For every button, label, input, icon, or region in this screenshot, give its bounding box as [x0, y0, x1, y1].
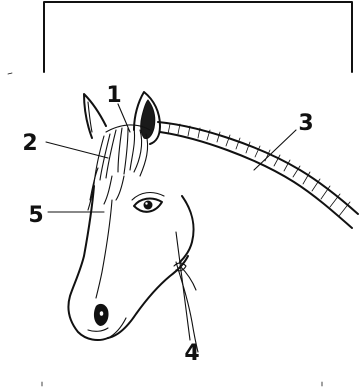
callout-4: 4: [184, 341, 199, 366]
callout-3: 3: [298, 111, 313, 136]
callout-5: 5: [28, 203, 43, 228]
leader-line-2: [46, 142, 108, 158]
leader-line-4: [176, 232, 190, 340]
callout-labels: 1 2 3 4 5: [22, 83, 313, 366]
leader-line-1: [118, 104, 130, 132]
callout-1: 1: [106, 83, 121, 108]
horse-head-drawing: [68, 92, 358, 352]
mane-braid: [158, 122, 358, 228]
forelock: [88, 125, 150, 210]
throat-line: [176, 262, 198, 352]
jaw-line: [108, 256, 188, 338]
eye: [132, 193, 164, 212]
callout-2: 2: [22, 131, 37, 156]
blaze-edge: [96, 200, 112, 298]
leader-lines: [46, 104, 296, 340]
answer-box: [44, 2, 352, 72]
right-ear-inner-fill: [141, 100, 155, 139]
left-ear-outline: [84, 94, 106, 138]
cheek-line: [180, 196, 194, 262]
stray-mark: [8, 73, 12, 74]
lip-line: [88, 328, 108, 331]
nostril-highlight: [100, 311, 104, 316]
